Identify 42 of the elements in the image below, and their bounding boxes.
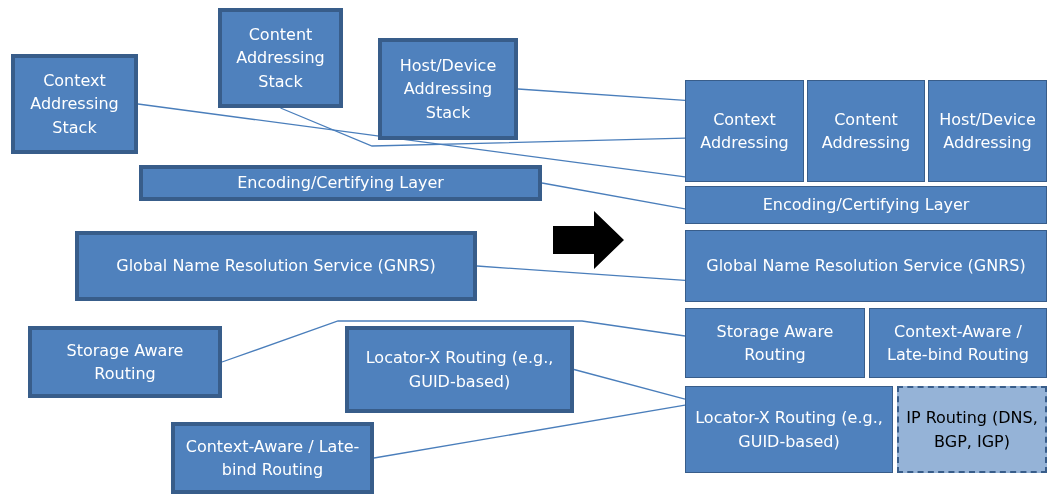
layer-box: [807, 80, 925, 182]
layer-box: [685, 80, 804, 182]
box-label: Context Addressing Stack: [29, 70, 120, 139]
layer-box: [685, 230, 1047, 302]
layer-box: [685, 386, 893, 473]
box-label: Encoding/Certifying Layer: [761, 194, 971, 217]
connector-line: [541, 182, 686, 210]
stack-box: [171, 422, 374, 494]
box-label: Host/Device Addressing Stack: [398, 55, 498, 124]
box-label: Locator-X Routing (e.g., GUID-based): [694, 407, 884, 453]
stack-box: [378, 38, 518, 140]
layer-box: [928, 80, 1047, 182]
stack-box: [75, 231, 477, 301]
box-label: Host/Device Addressing: [938, 108, 1037, 154]
box-label: Storage Aware Routing: [65, 339, 185, 385]
box-label: Context-Aware / Late-bind Routing: [886, 320, 1030, 366]
box-label: IP Routing (DNS, BGP, IGP): [905, 407, 1039, 453]
connector-line: [373, 404, 686, 459]
box-label: Context Addressing: [699, 108, 790, 154]
connector-line: [221, 320, 686, 363]
stack-box: [11, 54, 138, 154]
layer-box: [685, 308, 865, 378]
dashed-layer-box: [897, 386, 1047, 473]
box-label: Locator-X Routing (e.g., GUID-based): [364, 347, 555, 393]
box-label: Context-Aware / Late-bind Routing: [184, 435, 361, 481]
box-label: Global Name Resolution Service (GNRS): [115, 255, 437, 278]
connector-line: [137, 103, 686, 178]
layer-box: [869, 308, 1047, 378]
box-label: Content Addressing Stack: [235, 24, 326, 93]
connector-line: [476, 265, 686, 282]
stack-box: [218, 8, 343, 108]
stack-box: [139, 165, 542, 201]
box-label: Content Addressing: [820, 108, 912, 154]
layer-box: [685, 186, 1047, 224]
connector-line: [573, 368, 686, 400]
box-label: Storage Aware Routing: [715, 320, 835, 366]
stack-box: [28, 326, 222, 398]
box-label: Global Name Resolution Service (GNRS): [705, 255, 1027, 278]
stack-box: [345, 326, 574, 413]
connector-line: [279, 107, 686, 147]
connector-line: [517, 88, 686, 102]
box-label: Encoding/Certifying Layer: [236, 172, 445, 195]
